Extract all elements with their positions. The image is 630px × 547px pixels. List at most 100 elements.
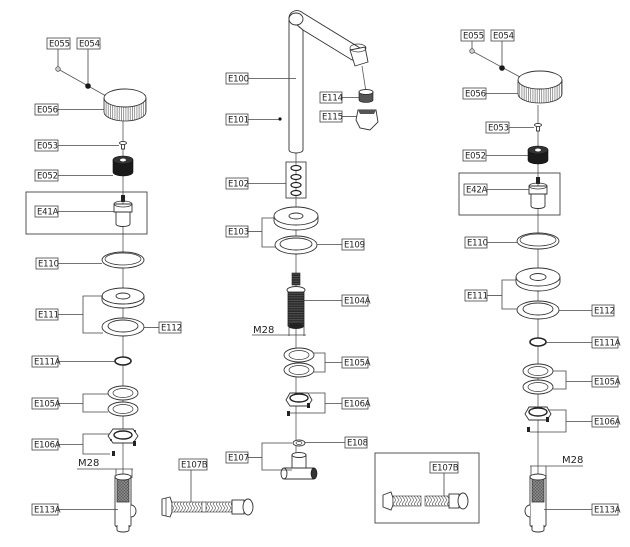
center-e105a-washers: [283, 347, 315, 378]
svg-text:E41A: E41A: [37, 208, 59, 218]
right-label-e055: E055: [460, 29, 485, 49]
svg-text:M28: M28: [253, 325, 274, 336]
right-e113a-valve-body: [524, 473, 547, 533]
left-e106a-clamp: [107, 428, 139, 456]
left-assembly: M28 E055 E054 E056 E053: [25, 37, 182, 533]
right-label-e105a: E105A: [553, 370, 621, 390]
left-e112-gasket: [101, 317, 145, 337]
svg-text:E056: E056: [465, 90, 486, 100]
right-e105a-washers: [522, 363, 554, 395]
svg-text:E42A: E42A: [466, 186, 488, 196]
right-label-e053: E053: [485, 121, 534, 134]
right-label-e111: E111: [464, 279, 517, 310]
left-e052-adapter: [112, 155, 134, 177]
left-label-e106a: E106A: [31, 433, 110, 455]
hose-right-nut: [242, 498, 254, 516]
svg-text:E112: E112: [161, 324, 182, 334]
right-label-e106a: E106A: [530, 409, 621, 433]
center-label-e102: E102: [225, 177, 286, 190]
left-cartridge-frame: [25, 191, 148, 235]
right-label-e112: E112: [559, 304, 615, 317]
boxed-hose-label: E107B: [429, 461, 459, 496]
svg-text:E115: E115: [322, 113, 343, 123]
loose-hose-label: E107B: [178, 458, 208, 502]
svg-text:E111A: E111A: [34, 358, 61, 368]
right-label-e052: E052: [462, 149, 528, 162]
center-e104a-shank: [286, 272, 306, 329]
right-label-e054: E054: [490, 29, 515, 66]
svg-text:E106A: E106A: [344, 400, 371, 410]
center-e100-spout: [288, 10, 369, 154]
center-e107-tee: [280, 452, 318, 480]
center-assembly: M28: [225, 10, 379, 480]
left-e105a-washers: [107, 385, 139, 417]
svg-text:E103: E103: [228, 228, 249, 238]
right-e053-screw: [534, 122, 542, 132]
svg-text:M28: M28: [562, 455, 583, 466]
left-e054-grub-screw: [85, 83, 91, 89]
right-label-e110: E110: [464, 236, 517, 249]
right-e106a-clamp: [524, 406, 552, 432]
boxed-hose-e107b: E107B: [374, 452, 480, 524]
svg-text:E052: E052: [465, 152, 486, 162]
svg-text:E106A: E106A: [34, 441, 61, 451]
svg-text:E111A: E111A: [594, 339, 621, 349]
svg-text:E109: E109: [344, 241, 365, 251]
svg-text:E112: E112: [594, 307, 615, 317]
left-e113a-valve-body: [114, 473, 137, 533]
right-e110-ring: [516, 232, 560, 250]
left-label-e110: E110: [35, 257, 102, 270]
svg-text:E105A: E105A: [594, 378, 621, 388]
right-pin-axis: [471, 50, 521, 78]
svg-text:E054: E054: [79, 40, 100, 50]
svg-text:E113A: E113A: [34, 506, 61, 516]
left-e053-screw: [119, 140, 127, 150]
left-e110-ring: [101, 251, 145, 269]
svg-text:E111: E111: [38, 311, 59, 321]
right-label-e42a: E42A: [463, 183, 529, 196]
right-e112-gasket: [516, 300, 560, 320]
svg-text:E056: E056: [37, 106, 58, 116]
center-label-e108: E108: [305, 436, 368, 449]
center-e114-aerator: [358, 89, 374, 103]
left-label-e053: E053: [34, 139, 119, 152]
loose-hose-e107b: E107B: [161, 458, 254, 518]
left-label-e055: E055: [46, 37, 71, 67]
center-e108-washer: [292, 439, 306, 447]
svg-text:E101: E101: [228, 116, 249, 126]
svg-text:E114: E114: [322, 94, 343, 104]
left-m28-text: M28: [78, 458, 99, 469]
right-label-e113a: E113A: [544, 503, 621, 516]
svg-text:E107: E107: [228, 454, 249, 464]
left-label-e111: E111: [35, 295, 103, 334]
svg-text:E054: E054: [493, 32, 514, 42]
left-label-e111a: E111A: [31, 355, 115, 368]
svg-text:E104A: E104A: [344, 297, 371, 307]
center-e102-orings: [290, 164, 302, 197]
svg-text:E052: E052: [37, 172, 58, 182]
svg-text:E100: E100: [228, 75, 249, 85]
right-cartridge-frame: [458, 172, 561, 216]
hose-left-nut: [161, 496, 173, 518]
svg-text:E053: E053: [488, 124, 509, 134]
right-e056-knob: [517, 70, 563, 104]
center-label-e106a: E106A: [290, 392, 371, 414]
right-e052-adapter: [527, 145, 549, 165]
right-e111a-ring: [529, 337, 547, 347]
center-label-e100: E100: [225, 72, 296, 85]
svg-text:E105A: E105A: [344, 359, 371, 369]
center-label-e107: E107: [225, 442, 292, 471]
left-label-e41a: E41A: [34, 205, 114, 218]
left-label-e054: E054: [76, 37, 101, 84]
svg-text:E110: E110: [467, 239, 488, 249]
svg-text:E053: E053: [37, 142, 58, 152]
left-label-e052: E052: [34, 169, 113, 182]
svg-text:E111: E111: [467, 292, 488, 302]
center-label-e101: E101: [225, 113, 279, 126]
svg-text:E102: E102: [228, 180, 249, 190]
right-e42a-cartridge: [528, 177, 548, 209]
boxed-hose-frame: [374, 452, 480, 524]
svg-text:E107B: E107B: [181, 461, 208, 471]
left-label-e112: E112: [144, 321, 182, 334]
right-assembly: M28 E055 E054 E056 E053: [458, 29, 621, 533]
